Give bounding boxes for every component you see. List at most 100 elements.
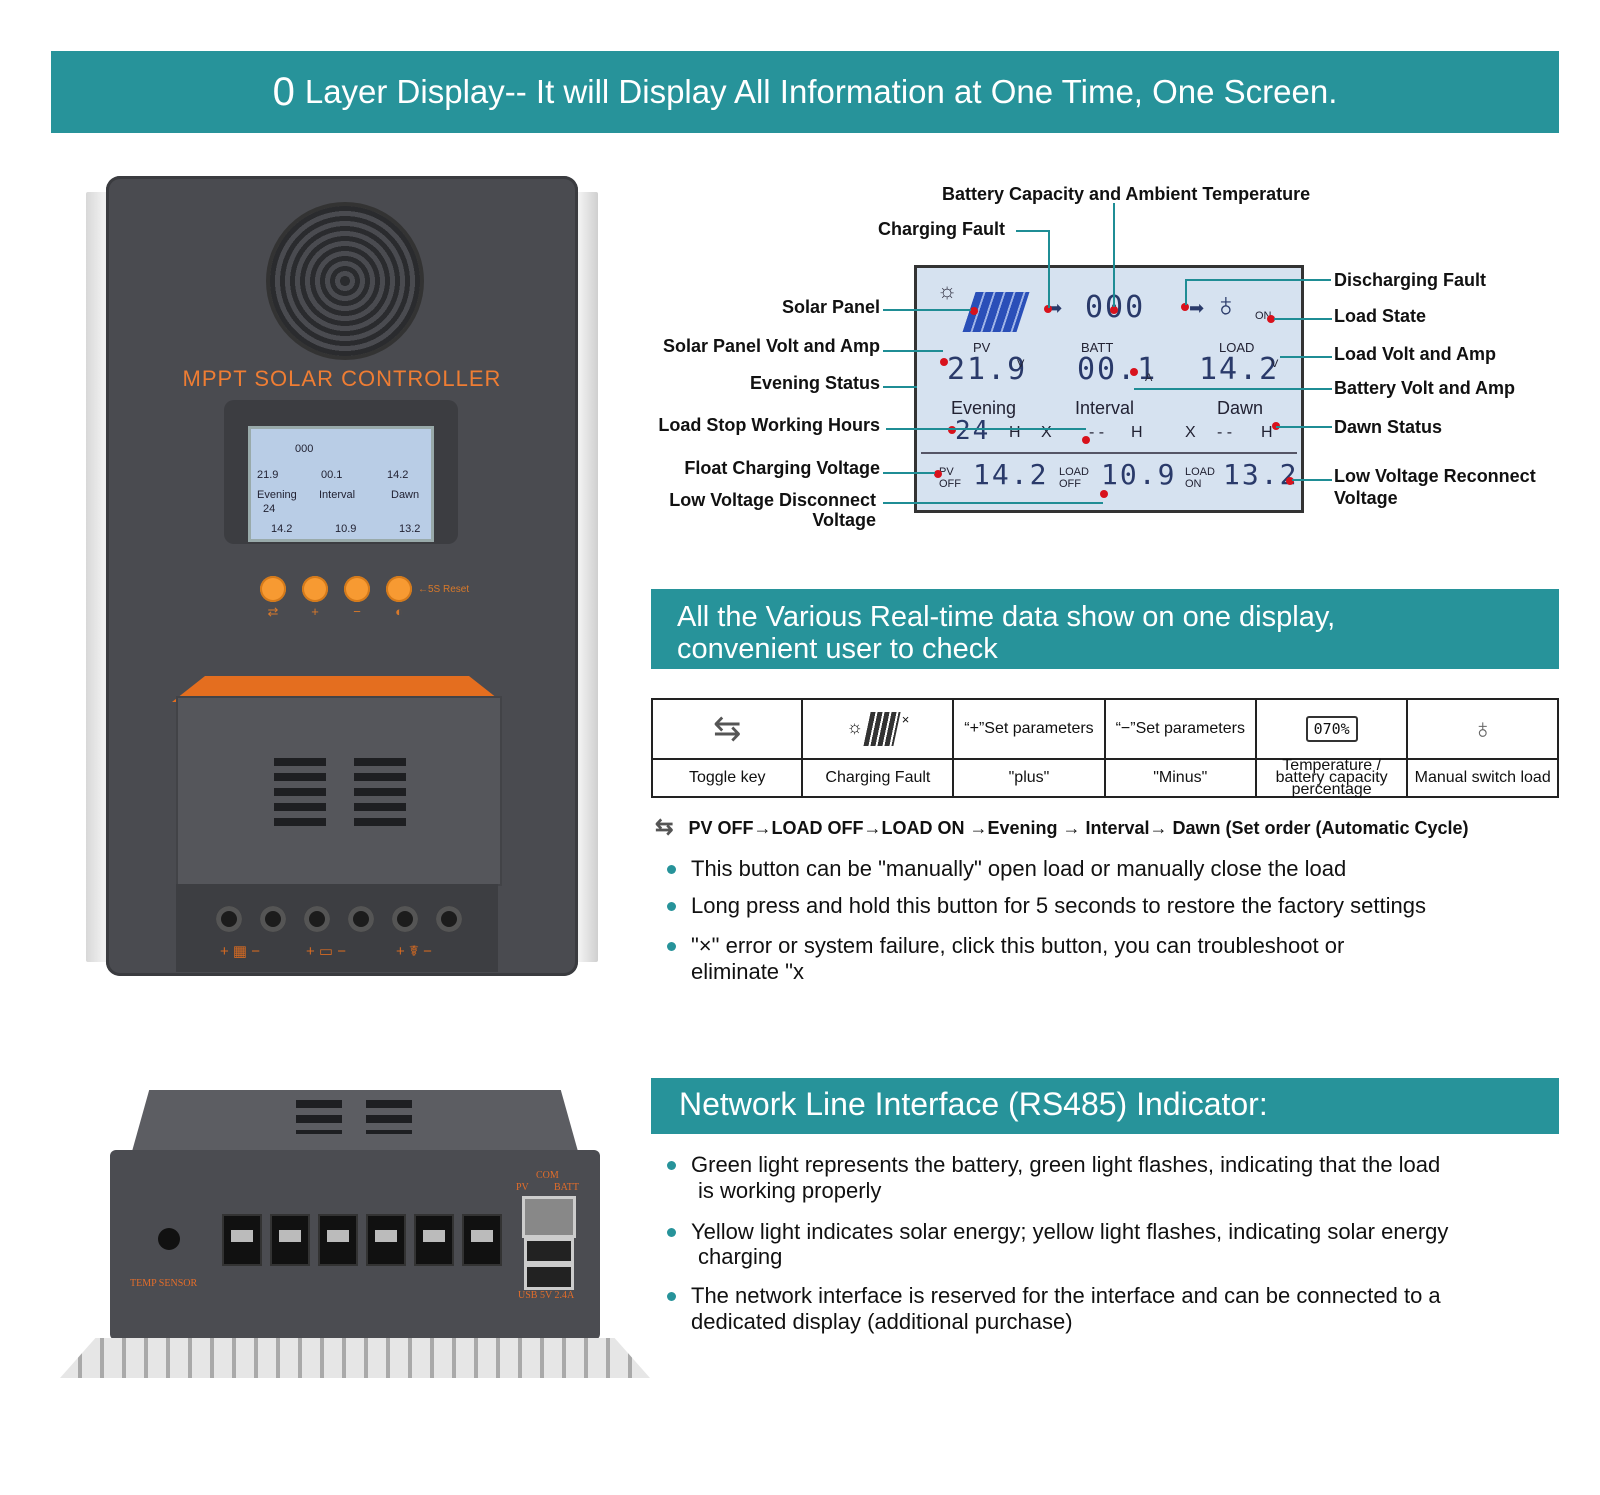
line-load-volt <box>1280 356 1332 358</box>
lcd-pv-label: PV <box>973 340 991 355</box>
temp-sensor-port <box>158 1228 180 1250</box>
terminal-screw <box>392 906 418 932</box>
lcd-batt-label: BATT <box>1081 340 1114 355</box>
header-zero: 0 <box>272 69 295 114</box>
controller-bottom-image: TEMP SENSOR COM PV BATT USB 5V 2.4A <box>60 1090 650 1420</box>
batt-led-label: BATT <box>554 1182 579 1193</box>
plus-button[interactable] <box>302 576 328 602</box>
lcd-interval-h: H <box>1131 424 1143 441</box>
lcd-dawn-dash: - - <box>1217 424 1233 441</box>
callout-evening-status: Evening Status <box>749 373 880 393</box>
terminal-screw <box>348 906 374 932</box>
controller-body: MPPT SOLAR CONTROLLER 000 21.9 00.1 14.2… <box>106 176 578 976</box>
marker-charging-fault <box>1044 305 1052 313</box>
bullet-network-interface-cont: dedicated display (additional purchase) <box>691 1309 1073 1334</box>
callout-load-state: Load State <box>1334 306 1427 326</box>
load-button[interactable] <box>386 576 412 602</box>
lcd-interval-x: X <box>1041 424 1052 441</box>
bullet-factory-reset: Long press and hold this button for 5 se… <box>667 893 1426 918</box>
callout-reconnect-1: Low Voltage Reconnect <box>1334 466 1536 486</box>
toggle-symbol: ⇄ <box>267 604 279 619</box>
callout-solar-panel: Solar Panel <box>781 297 880 317</box>
line-charging-fault-h <box>1016 230 1050 232</box>
vent-right <box>366 1100 412 1134</box>
callout-discharging-fault: Discharging Fault <box>1334 270 1487 290</box>
load-symbol: ◐ <box>395 604 403 619</box>
callout-disconnect-2: Voltage <box>812 510 876 530</box>
line-float <box>883 472 935 474</box>
terminal-strip: + ▦ − + ▭ − + ☤ − <box>176 884 498 972</box>
minus-icon-cell: “−”Set parameters <box>1103 698 1257 760</box>
marker-stop-hours <box>1082 436 1090 444</box>
lcd-load-on-value: 13.2 <box>1223 458 1299 491</box>
charging-fault-icon-cell: ☼ × <box>801 698 955 760</box>
lcd-load-off-value: 10.9 <box>1101 458 1177 491</box>
mini-load-on: 13.2 <box>399 523 421 535</box>
marker-float <box>934 470 942 478</box>
line-load-state <box>1274 318 1332 320</box>
usb-label: USB 5V 2.4A <box>518 1290 575 1301</box>
bottom-body: TEMP SENSOR COM PV BATT USB 5V 2.4A <box>110 1150 600 1340</box>
mini-load: 14.2 <box>387 469 409 481</box>
line-battery-volt <box>1134 388 1332 390</box>
wire-terminal <box>222 1214 262 1266</box>
pv-led-label: PV <box>516 1182 529 1193</box>
realtime-line2: convenient user to check <box>677 633 998 665</box>
minus-button[interactable] <box>344 576 370 602</box>
wire-terminal <box>462 1214 502 1266</box>
lcd-load-label: LOAD <box>1219 340 1255 355</box>
toggle-arrows-icon: ⇆ <box>655 814 674 839</box>
wire-terminal <box>366 1214 406 1266</box>
line-discharging-fault-h <box>1185 279 1331 281</box>
mini-capacity: 000 <box>295 443 314 455</box>
line-evening <box>883 386 917 388</box>
bulb-icon: ♁ <box>1213 286 1239 324</box>
bullet-network-interface: The network interface is reserved for th… <box>667 1283 1441 1308</box>
marker-solar-panel <box>970 307 978 315</box>
toggle-button[interactable] <box>260 576 286 602</box>
plus-symbol: + <box>311 604 319 619</box>
network-banner: Network Line Interface (RS485) Indicator… <box>651 1078 1559 1134</box>
line-solar-volt <box>883 350 943 352</box>
key-label-manual-load: Manual switch load <box>1406 758 1559 798</box>
sun-icon: ☼ <box>846 717 863 738</box>
cycle-order-line: ⇆ PV OFF→LOAD OFF→LOAD ON →Evening → Int… <box>655 814 1555 840</box>
key-label-plus: "plus" <box>952 758 1106 798</box>
marker-solar-volt <box>940 358 948 366</box>
key-label-temperature: Temperature / battery capacity percentag… <box>1254 758 1409 798</box>
marker-battery-volt <box>1130 368 1138 376</box>
heatsink-fins <box>60 1338 650 1378</box>
wire-terminal <box>270 1214 310 1266</box>
line-dawn <box>1276 426 1332 428</box>
realtime-banner: All the Various Real-time data show on o… <box>651 589 1559 669</box>
marker-load-state <box>1267 315 1275 323</box>
vent-right <box>354 758 406 830</box>
lcd-dawn: Dawn <box>1217 398 1264 418</box>
mini-pv-off: 14.2 <box>271 523 293 535</box>
manual-load-icon-cell: ♁ <box>1406 698 1559 760</box>
lcd-pv-off-value: 14.2 <box>973 458 1049 491</box>
mini-interval: Interval <box>319 489 356 501</box>
temp-sensor-label: TEMP SENSOR <box>130 1278 198 1289</box>
mini-pv: 21.9 <box>257 469 279 481</box>
minus-symbol: − <box>353 604 361 619</box>
marker-reconnect <box>1286 477 1294 485</box>
realtime-line1: All the Various Real-time data show on o… <box>677 601 1336 633</box>
line-charging-fault-v <box>1048 230 1050 308</box>
line-stop-hours <box>886 428 1086 430</box>
reset-label: ←5S Reset <box>418 584 470 595</box>
toggle-arrows-icon: ⇆ <box>712 710 742 748</box>
discharge-arrow-icon: ➡ <box>1189 298 1205 318</box>
lcd-dawn-x: X <box>1185 424 1196 441</box>
mini-batt: 00.1 <box>321 469 343 481</box>
line-solar-panel <box>883 309 971 311</box>
com-label: COM <box>536 1170 559 1181</box>
terminal-screw <box>436 906 462 932</box>
lcd-pv-unit: V <box>1017 358 1025 370</box>
bullet-green-light-cont: is working properly <box>698 1178 882 1203</box>
mini-evening-value: 24 <box>263 503 276 515</box>
bullet-green-light: Green light represents the battery, gree… <box>666 1152 1441 1177</box>
marker-battery-capacity <box>1110 306 1118 314</box>
cycle-order-text: PV OFF→LOAD OFF→LOAD ON →Evening → Inter… <box>688 818 1469 838</box>
bullet-yellow-light: Yellow light indicates solar energy; yel… <box>666 1219 1449 1244</box>
